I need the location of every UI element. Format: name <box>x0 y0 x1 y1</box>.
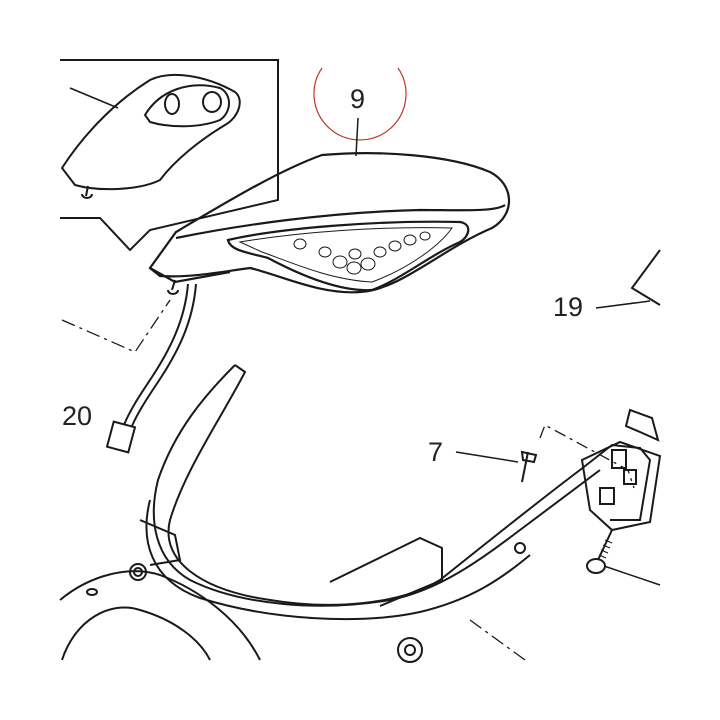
frame-bolt-center <box>397 637 423 663</box>
callout-19: 19 <box>553 292 583 322</box>
inset-bulb-right <box>202 91 222 113</box>
tail-light-housing <box>148 152 511 294</box>
tail-light-lens <box>226 220 470 292</box>
rear-frame <box>59 364 662 663</box>
frame-lower-curve <box>145 499 531 621</box>
screw-thread <box>598 539 613 559</box>
harness-wire <box>123 283 189 426</box>
harness-wire-2 <box>131 283 197 427</box>
plate-slot-1 <box>611 449 627 469</box>
plate-slot-3 <box>623 469 637 485</box>
led-cluster <box>293 231 431 275</box>
screw <box>586 529 661 586</box>
frame-inner <box>152 364 601 607</box>
plate-slot-2 <box>599 487 615 505</box>
part-9-leader <box>355 117 359 157</box>
callout-7: 7 <box>428 437 443 467</box>
frame-bolt-center-inner <box>404 644 416 656</box>
seat-lock-block <box>329 536 443 607</box>
part-19-leader <box>595 300 651 309</box>
inset-detail <box>60 59 279 252</box>
frame-bolt-mid <box>514 542 526 554</box>
frame-bracket-left <box>139 519 182 566</box>
screw-leader <box>603 565 661 586</box>
rivet-shaft <box>521 451 529 483</box>
lower-dashed-line <box>469 619 526 661</box>
frame-outer <box>167 364 652 606</box>
inset-lamp-top <box>143 84 230 128</box>
highlight-circle <box>313 67 407 141</box>
part-19-edge <box>630 249 661 306</box>
tail-light-assembly <box>148 117 511 294</box>
harness-connector <box>105 420 137 454</box>
inset-bulb-left <box>164 93 180 115</box>
part-19-component <box>595 249 661 309</box>
clip-fastener <box>624 408 660 442</box>
part-7-leader <box>455 451 519 463</box>
screw-head <box>586 558 606 574</box>
rivet-dashed-line <box>539 424 635 489</box>
mount-peg <box>167 279 179 295</box>
wire-harness <box>61 279 197 454</box>
rivet-part-7 <box>455 424 635 489</box>
tail-light-upper-edge <box>175 204 506 240</box>
lower-body <box>59 570 261 661</box>
inset-frame <box>60 59 279 252</box>
inset-leader <box>69 87 119 109</box>
rivet-head <box>520 450 538 464</box>
mounting-plate <box>580 440 662 532</box>
lower-body-2 <box>61 606 211 661</box>
tail-light-lens-inner <box>238 227 453 283</box>
inset-peg <box>81 185 93 199</box>
callout-9: 9 <box>350 84 365 114</box>
inset-lamp-body <box>60 73 241 191</box>
assembly-dashed-line <box>61 299 171 353</box>
lower-body-hole <box>86 588 98 596</box>
callout-20: 20 <box>62 401 92 431</box>
